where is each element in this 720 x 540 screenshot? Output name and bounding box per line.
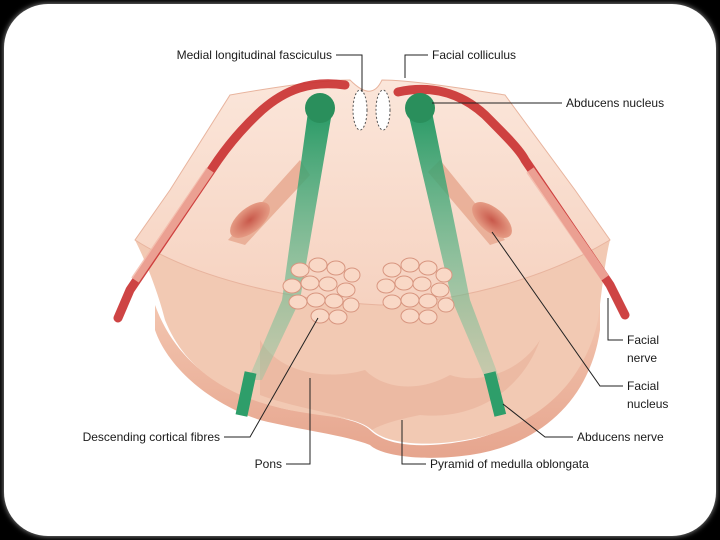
facial-nucleus-right (472, 202, 512, 238)
facial-nerve-right (393, 84, 630, 320)
label-facial-nucleus-line1: Facial (627, 379, 659, 393)
label-facial-nerve-line1: Facial (627, 333, 659, 347)
leader-descending-cortical (224, 317, 319, 438)
facial-nucleus-left (230, 202, 270, 238)
mlf-left (352, 89, 368, 131)
abducens-nerve-left-root (235, 371, 257, 417)
label-abducens-nucleus: Abducens nucleus (566, 96, 664, 110)
facial-nerve-left (113, 79, 350, 323)
leader-pyramid (401, 420, 426, 465)
abducens-tract-right (408, 112, 500, 380)
abducens-tract-left (248, 112, 332, 380)
facial-nerve-right-faint (526, 167, 609, 281)
label-abducens-nerve: Abducens nerve (577, 430, 664, 444)
cortical-fibres-right (376, 257, 455, 325)
label-facial-nucleus-line2: nucleus (627, 397, 668, 411)
abducens-nerve-right-root (483, 371, 507, 417)
leader-mlf (336, 54, 363, 92)
label-facial-nerve-line2: nerve (627, 351, 657, 365)
mlf-right (375, 89, 391, 131)
label-pyramid: Pyramid of medulla oblongata (430, 457, 589, 471)
leader-abducens-nerve (502, 403, 573, 438)
leader-facial-colliculus (404, 54, 428, 78)
pons-top-surface (134, 79, 611, 306)
cortical-fibres-left (282, 257, 361, 325)
pons-lower-body (155, 300, 600, 458)
label-descending-cortical: Descending cortical fibres (83, 430, 220, 444)
leader-pons (286, 378, 311, 465)
leader-facial-nucleus (491, 231, 623, 387)
abducens-nucleus-right (405, 93, 435, 123)
label-mlf: Medial longitudinal fasciculus (177, 48, 332, 62)
abducens-nucleus-left (305, 93, 335, 123)
leader-facial-nerve (607, 298, 623, 341)
label-facial-colliculus: Facial colliculus (432, 48, 516, 62)
facial-nerve-left-faint (131, 167, 214, 283)
label-pons: Pons (255, 457, 282, 471)
pyramid-lobes (260, 340, 540, 430)
